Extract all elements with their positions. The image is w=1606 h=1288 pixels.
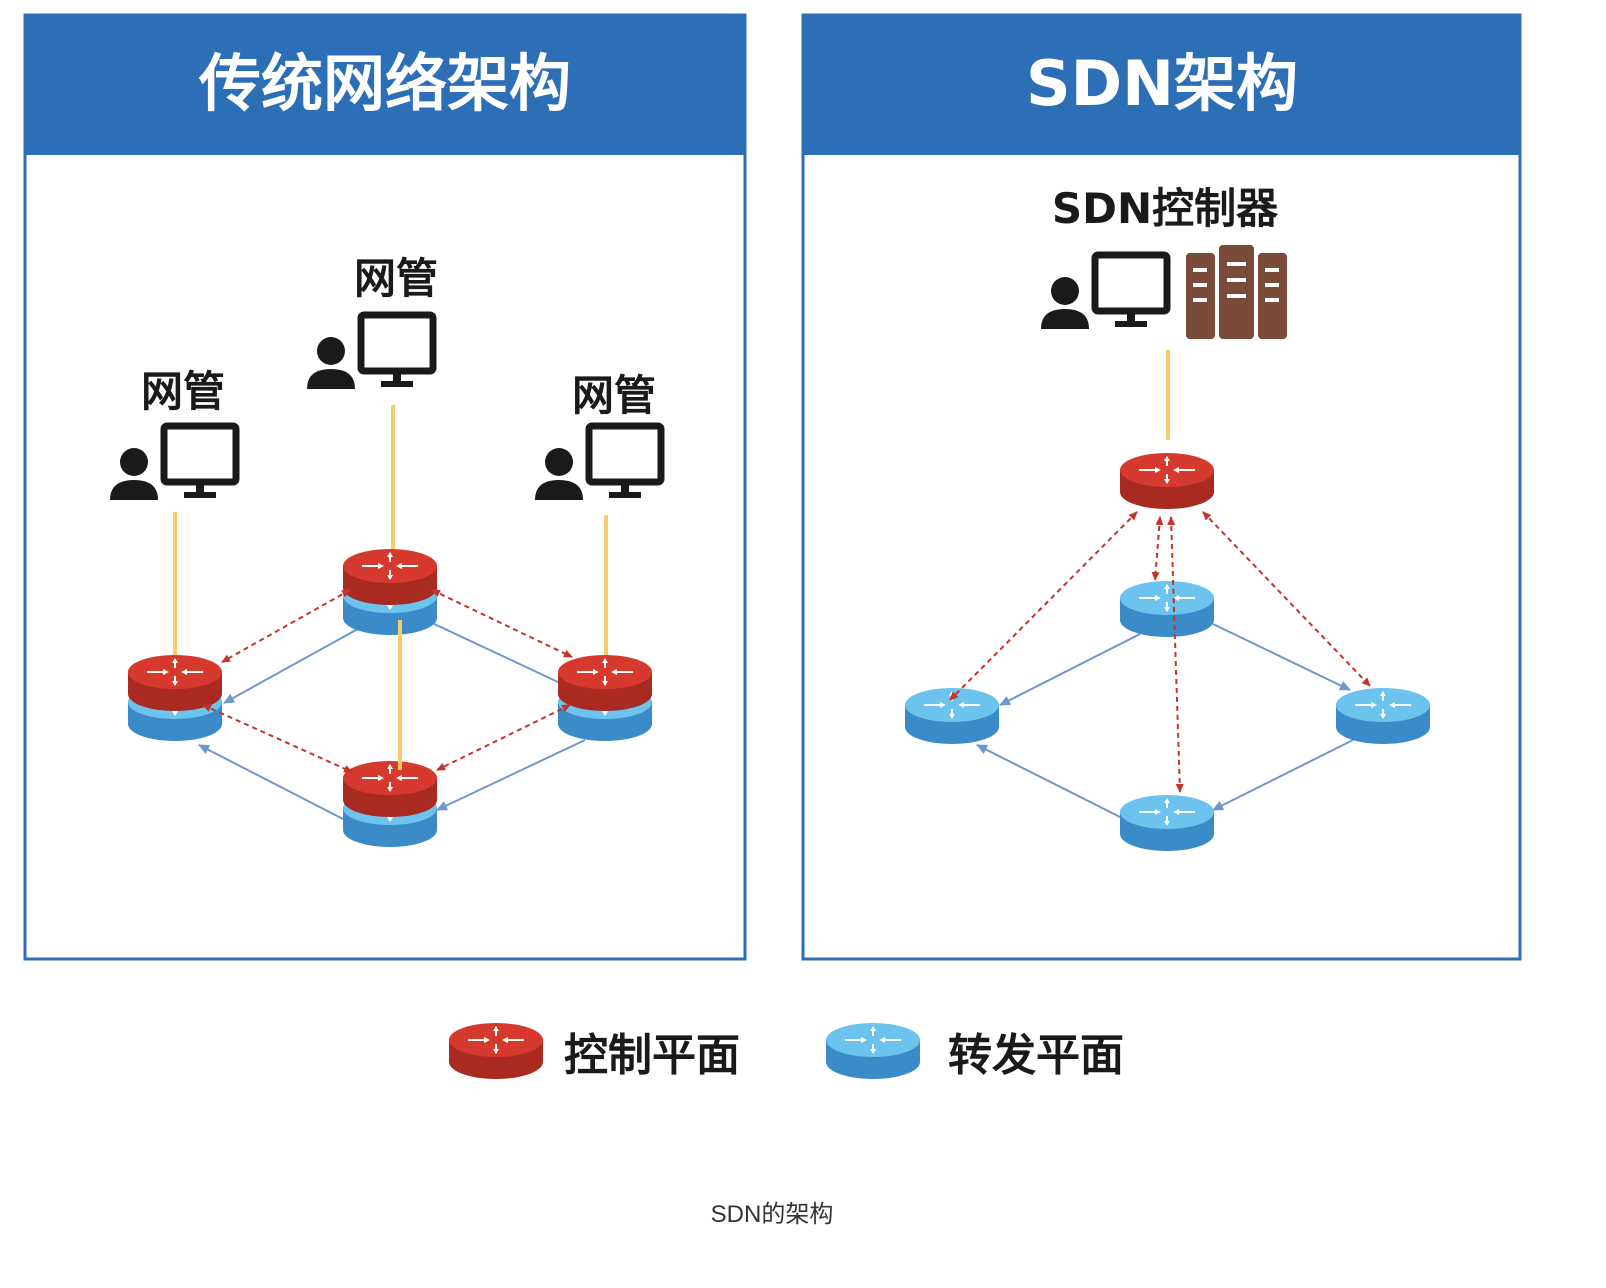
traditional-router-right: [558, 655, 652, 741]
control-link-top-right: [431, 589, 573, 658]
traditional-panel-title: 传统网络架构: [198, 47, 571, 120]
traditional-router-left: [128, 655, 222, 741]
sdn-controller-router: [1119, 452, 1215, 510]
legend-forwarding-plane-icon: [825, 1022, 921, 1080]
sdn-panel-title: SDN架构: [1026, 47, 1298, 120]
control-link-right-bottom: [436, 704, 571, 771]
sdn-switch-bottom: [1119, 794, 1215, 852]
control-link-left-bottom: [202, 704, 353, 773]
control-link-sdn-left: [949, 511, 1138, 701]
traditional-router-bottom: [343, 761, 437, 847]
figure-caption: SDN的架构: [711, 1201, 834, 1228]
legend: 控制平面 转发平面: [448, 1022, 1124, 1081]
right-control-links: [949, 511, 1371, 793]
manager-label-right: 网管: [572, 371, 656, 420]
traditional-router-top: [343, 549, 437, 635]
manager-label-left: 网管: [141, 367, 225, 416]
traditional-panel-header: [25, 15, 745, 155]
legend-forwarding-plane-label: 转发平面: [948, 1030, 1124, 1081]
sdn-panel: SDN架构 SDN控制器: [801, 13, 1522, 961]
control-link-sdn-bottom: [1167, 516, 1184, 793]
management-links: [173, 405, 608, 672]
control-link-sdn-right: [1202, 511, 1371, 687]
sdn-panel-header: [803, 15, 1520, 155]
sdn-controller-label: SDN控制器: [1052, 184, 1279, 233]
left-control-links: [202, 589, 573, 773]
manager-label-top: 网管: [354, 254, 438, 303]
legend-control-plane-icon: [448, 1022, 544, 1080]
legend-control-plane-label: 控制平面: [564, 1030, 740, 1081]
server-rack-icon: [1186, 245, 1287, 339]
sdn-switch-top: [1119, 580, 1215, 638]
traditional-panel: 传统网络架构 网管 网管 网管: [23, 13, 747, 961]
sdn-switch-right: [1335, 687, 1431, 745]
control-link-sdn-top: [1151, 516, 1164, 581]
control-link-top-left: [221, 589, 351, 663]
data-link-left-bottom-sdn: [976, 744, 1123, 819]
sdn-switch-left: [904, 687, 1000, 745]
data-link-right-bottom-sdn: [1212, 737, 1358, 811]
